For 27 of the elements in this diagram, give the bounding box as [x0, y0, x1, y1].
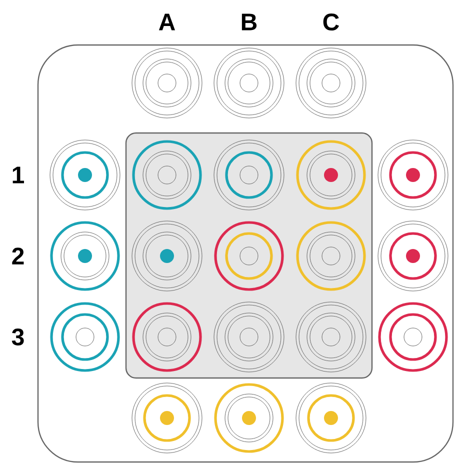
target-drawing [214, 221, 284, 291]
grid-label: A [158, 14, 176, 30]
target-drawing [132, 382, 202, 454]
target-drawing [296, 140, 366, 210]
target-drawing [214, 48, 284, 118]
target-drawing [214, 140, 284, 210]
target-drawing [132, 220, 202, 292]
target-drawing [50, 302, 120, 372]
target-drawing [132, 48, 202, 118]
target-drawing [214, 383, 284, 453]
grid-label: 2 [12, 248, 24, 264]
target-drawing [50, 140, 120, 210]
grid-label: 1 [12, 166, 24, 184]
target-drawing [296, 382, 366, 454]
grid-label: C [323, 14, 339, 30]
grid-label: 3 [12, 328, 24, 346]
target-drawing [378, 302, 448, 372]
target-drawing [378, 220, 448, 292]
target-drawing [214, 302, 284, 372]
target-drawing [378, 140, 448, 210]
target-drawing [132, 140, 202, 210]
target-drawing [132, 302, 202, 372]
grid-label: B [242, 14, 257, 30]
target-drawing [296, 221, 366, 291]
target-drawing [296, 48, 366, 118]
target-drawing [50, 221, 120, 291]
target-drawing [296, 302, 366, 372]
